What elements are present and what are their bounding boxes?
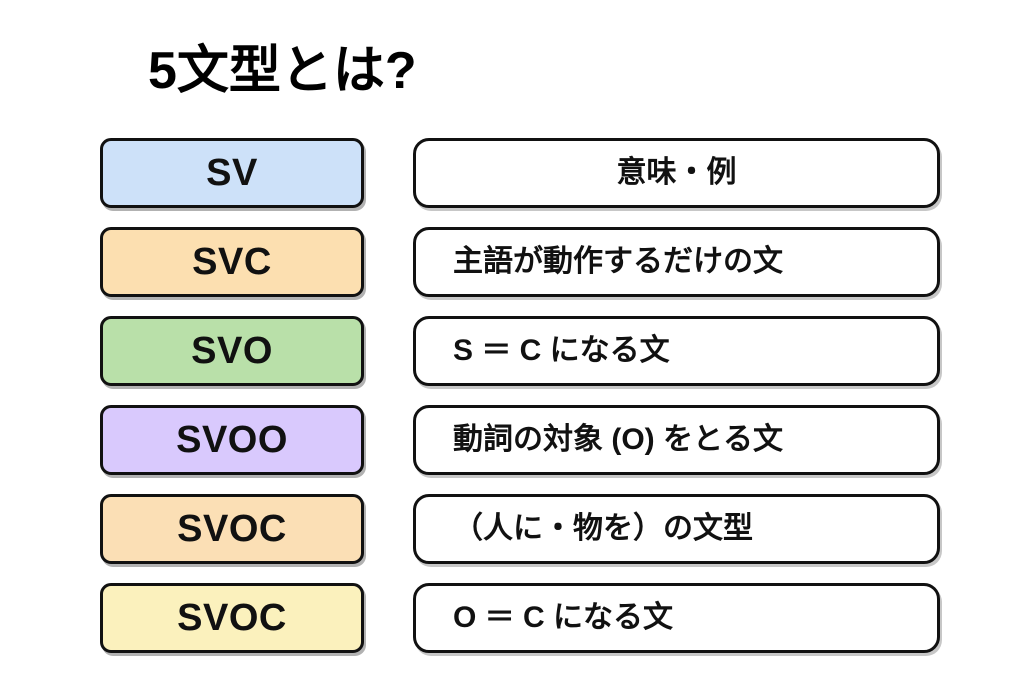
pattern-pill-label: SVO — [191, 330, 273, 372]
pattern-pill-label: SV — [206, 152, 258, 194]
description-label: O ＝ C になる文 — [453, 601, 674, 634]
description-box-svc[interactable]: 主語が動作するだけの文 — [413, 227, 940, 297]
pattern-pill-sv[interactable]: SV — [100, 138, 364, 208]
description-label: 主語が動作するだけの文 — [453, 245, 783, 278]
pattern-pill-svoc-2[interactable]: SVOC — [100, 583, 364, 653]
pattern-pill-label: SVOC — [177, 508, 287, 550]
pattern-pill-svc[interactable]: SVC — [100, 227, 364, 297]
table-row: SVC 主語が動作するだけの文 — [0, 227, 1024, 297]
table-row: SVOO 動詞の対象 (O) をとる文 — [0, 405, 1024, 475]
pattern-pill-label: SVC — [192, 241, 272, 283]
description-label: 意味・例 — [616, 156, 737, 189]
sentence-pattern-table: SV 意味・例 SVC 主語が動作するだけの文 SVO S ＝ C になる文 — [0, 138, 1024, 672]
pattern-pill-svo[interactable]: SVO — [100, 316, 364, 386]
description-box-svoc-1[interactable]: （人に・物を）の文型 — [413, 494, 940, 564]
pattern-pill-svoo[interactable]: SVOO — [100, 405, 364, 475]
table-row: SVOC （人に・物を）の文型 — [0, 494, 1024, 564]
table-row: SVOC O ＝ C になる文 — [0, 583, 1024, 653]
pattern-pill-label: SVOO — [176, 419, 288, 461]
description-box-svoo[interactable]: 動詞の対象 (O) をとる文 — [413, 405, 940, 475]
description-label: S ＝ C になる文 — [453, 334, 670, 367]
table-row: SVO S ＝ C になる文 — [0, 316, 1024, 386]
description-box-svoc-2[interactable]: O ＝ C になる文 — [413, 583, 940, 653]
description-box-header[interactable]: 意味・例 — [413, 138, 940, 208]
description-label: （人に・物を）の文型 — [453, 512, 753, 545]
description-label: 動詞の対象 (O) をとる文 — [453, 423, 783, 456]
page-title: 5文型とは? — [148, 42, 417, 100]
pattern-pill-svoc-1[interactable]: SVOC — [100, 494, 364, 564]
description-box-svo[interactable]: S ＝ C になる文 — [413, 316, 940, 386]
table-row: SV 意味・例 — [0, 138, 1024, 208]
pattern-pill-label: SVOC — [177, 597, 287, 639]
